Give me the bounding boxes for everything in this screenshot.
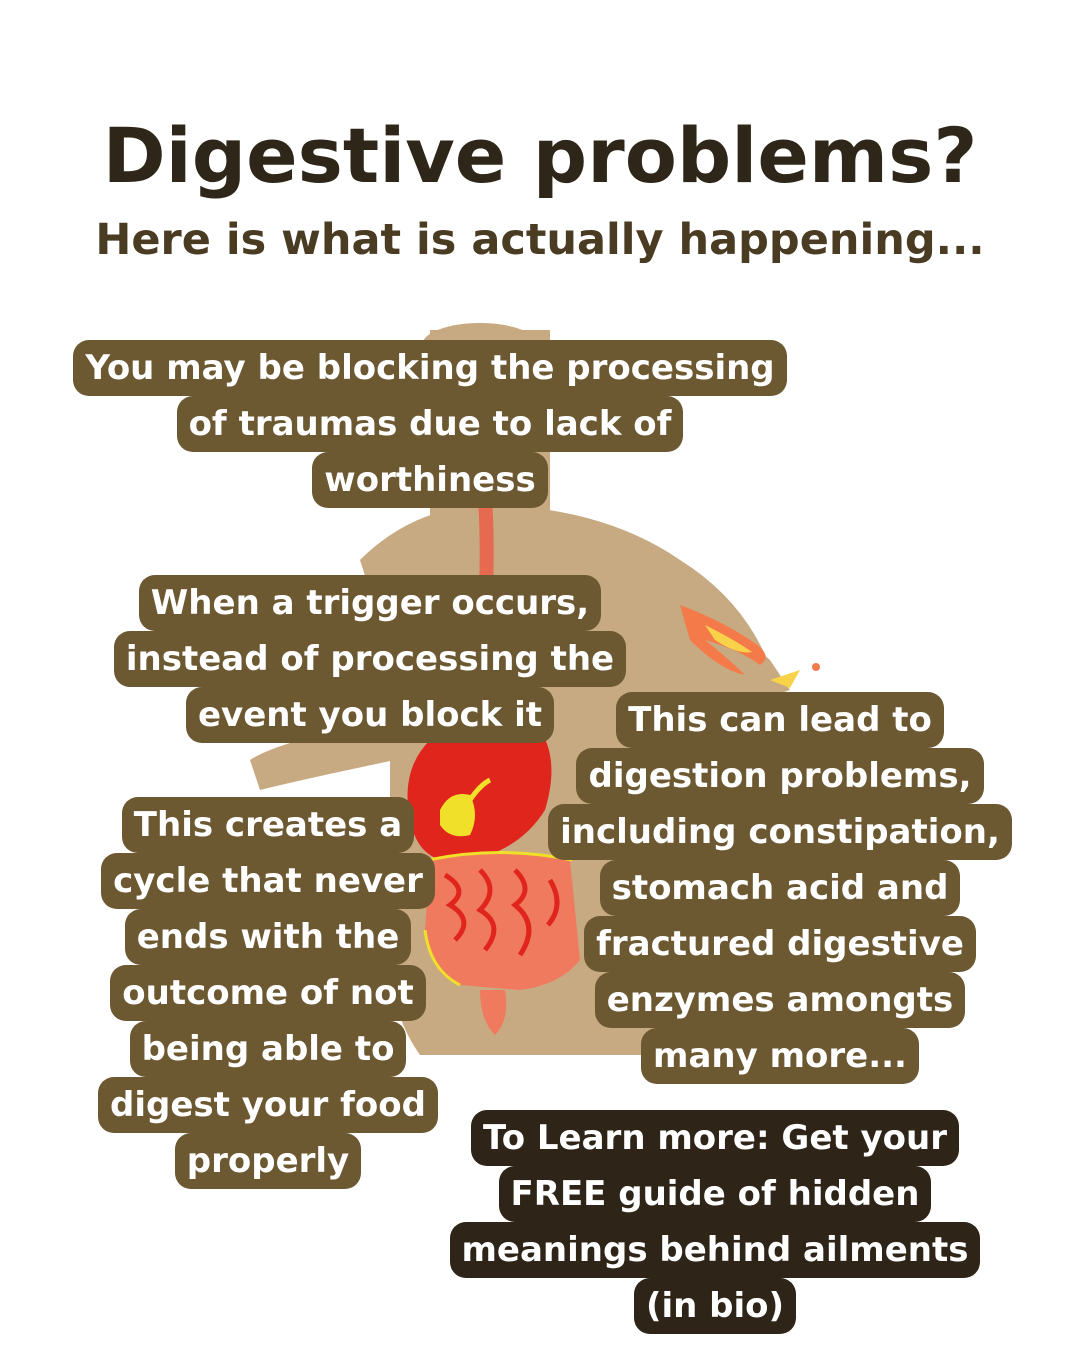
- fire-icon: [680, 605, 820, 688]
- callout-cycle: This creates a cycle that never ends wit…: [88, 797, 448, 1189]
- page-title: Digestive problems?: [102, 111, 978, 200]
- callout-trigger: When a trigger occurs, instead of proces…: [90, 575, 650, 743]
- callout-blocking-trauma: You may be blocking the processing of tr…: [60, 340, 800, 508]
- gallbladder-icon: [440, 794, 475, 837]
- callout-digestion-problems: This can lead to digestion problems, inc…: [540, 692, 1020, 1084]
- cta-free-guide: To Learn more: Get your FREE guide of hi…: [440, 1110, 990, 1334]
- page-subtitle: Here is what is actually happening...: [95, 215, 985, 265]
